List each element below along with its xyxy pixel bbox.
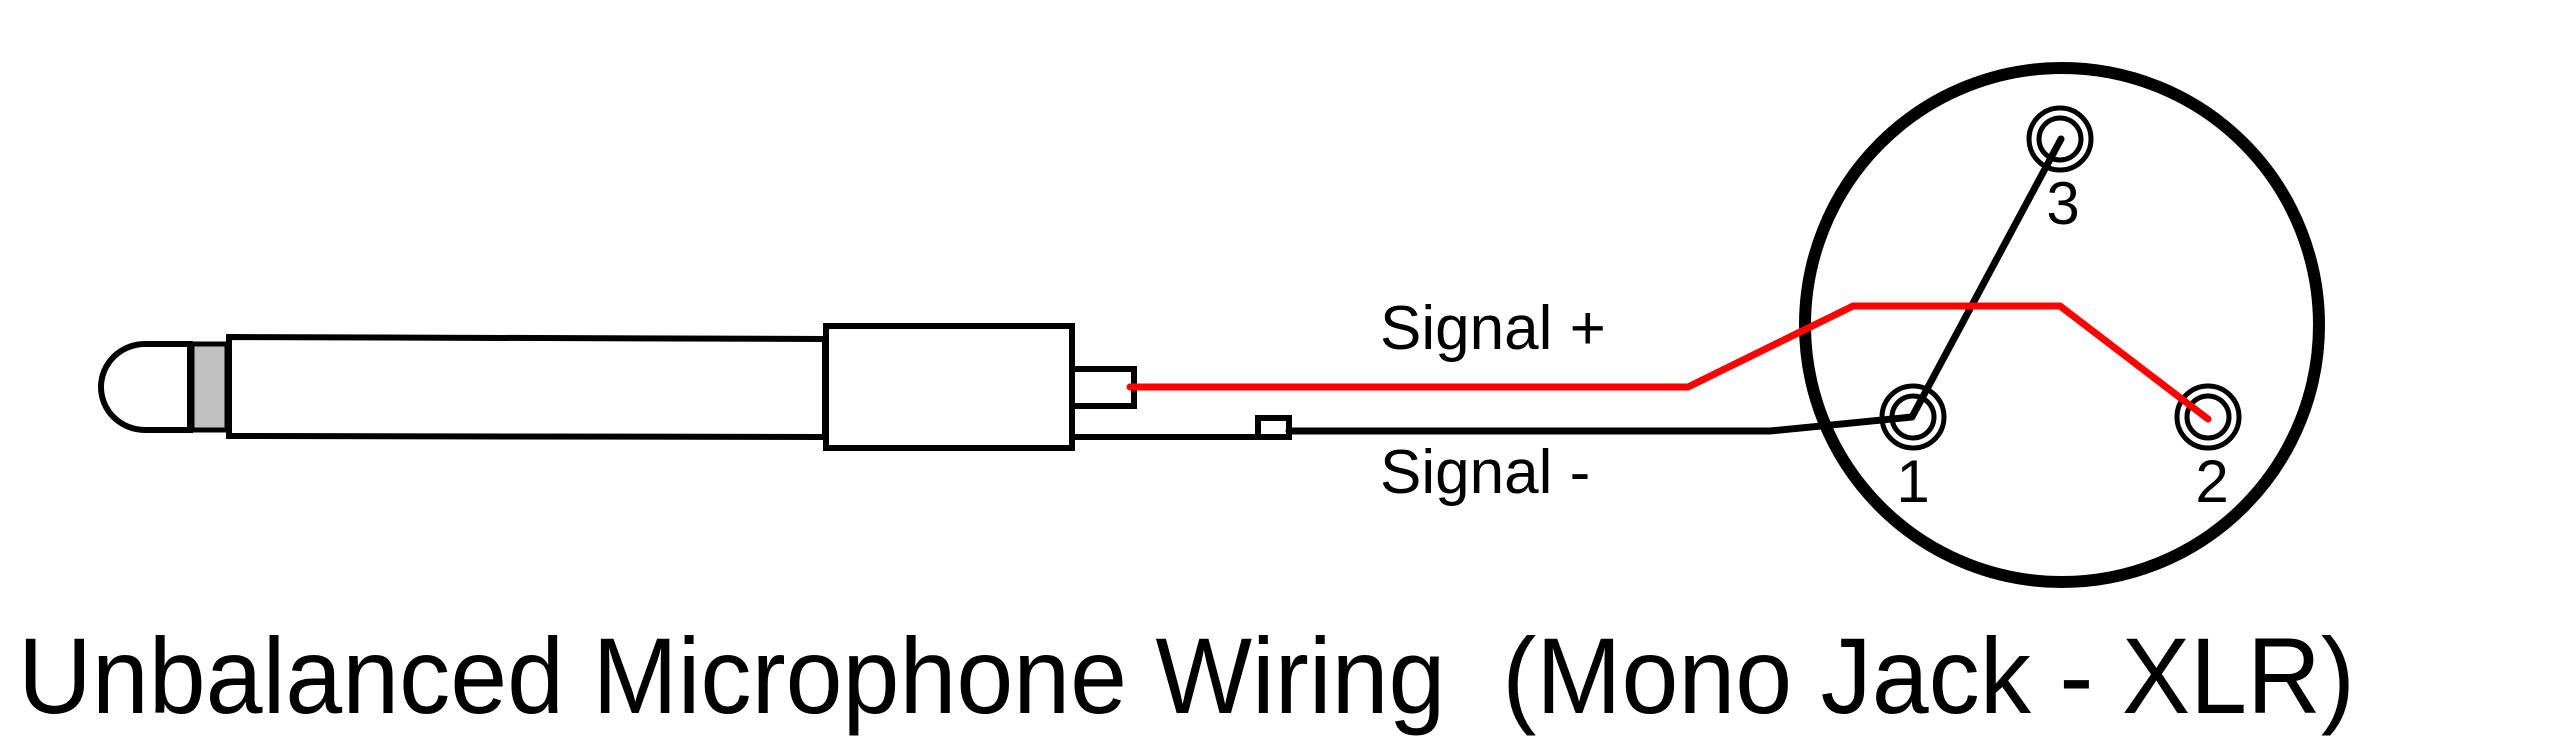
xlr-pin-3-label: 3 — [2046, 170, 2079, 237]
xlr-shell — [1799, 62, 2325, 588]
signal-minus-wire — [1285, 413, 1916, 435]
mono-jack-plug — [98, 323, 1292, 451]
signal-minus-label: Signal - — [1380, 438, 1590, 507]
xlr-pin-1-label: 1 — [1896, 448, 1929, 515]
pin1-pin3-bridge-wire — [1908, 135, 2065, 421]
xlr-pin-2-label: 2 — [2195, 448, 2228, 515]
jack-sleeve-lug — [1255, 415, 1292, 440]
jack-body — [823, 323, 1075, 451]
jack-tip — [98, 341, 193, 433]
jack-ring-band — [189, 341, 230, 433]
jack-tip-solder-tab — [1069, 366, 1137, 409]
diagram-title: Unbalanced Microphone Wiring (Mono Jack … — [18, 615, 2355, 736]
xlr-connector: 1 2 3 — [1799, 62, 2325, 588]
jack-sleeve — [226, 333, 828, 441]
signal-plus-wire — [1126, 302, 2212, 423]
xlr-pin-2 — [2174, 383, 2242, 451]
signal-plus-label: Signal + — [1380, 294, 1606, 363]
xlr-pin-3 — [2026, 105, 2094, 173]
